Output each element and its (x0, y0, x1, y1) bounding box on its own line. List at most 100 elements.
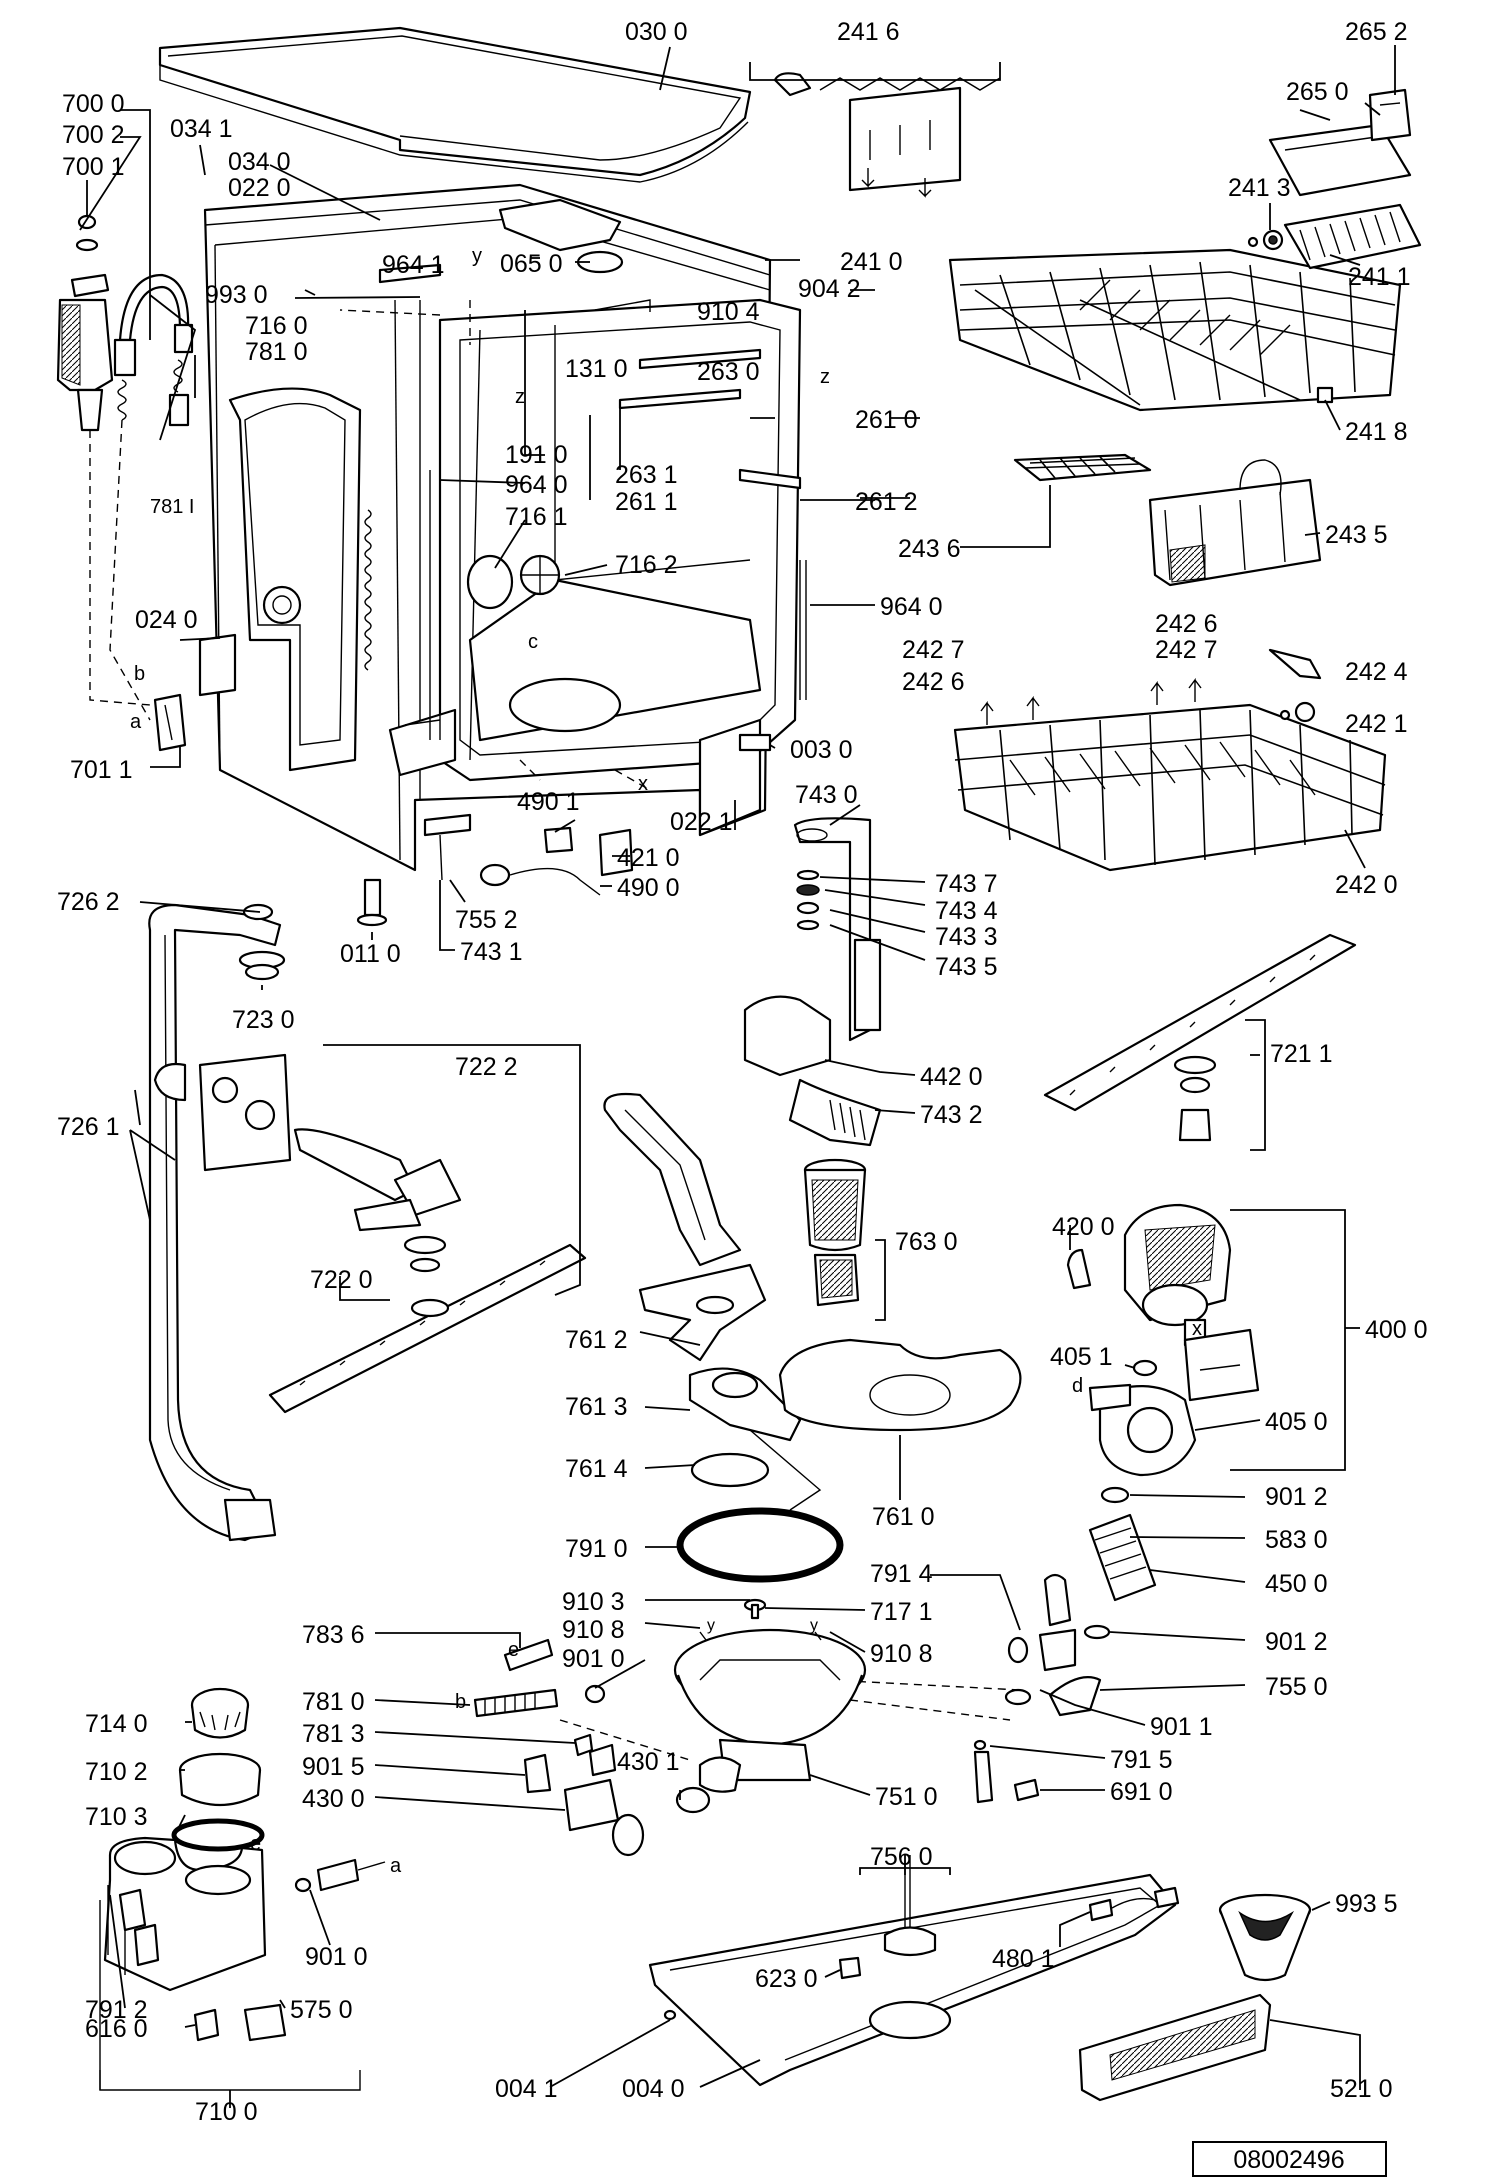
part-label: 791 5 (1110, 1746, 1173, 1774)
part-label: 004 1 (495, 2075, 558, 2103)
part-label: 743 0 (795, 781, 858, 809)
part-label: 034 1 (170, 115, 233, 143)
seal-ring (676, 1507, 844, 1583)
part-label: 131 0 (565, 355, 628, 383)
part-label: 261 2 (855, 488, 918, 516)
marker-letter: y (472, 245, 482, 267)
base-tray (648, 1855, 1312, 2102)
part-label: 761 4 (565, 1455, 628, 1483)
part-label: 701 1 (70, 756, 133, 784)
part-label: 243 5 (1325, 521, 1388, 549)
part-label: 242 1 (1345, 710, 1408, 738)
part-label: 034 0 (228, 148, 291, 176)
marker-letter: a (390, 1855, 402, 1877)
part-label: 743 4 (935, 897, 998, 925)
part-label: 761 0 (872, 1503, 935, 1531)
marker-letter: z (515, 386, 525, 408)
part-label: 722 2 (455, 1053, 518, 1081)
part-label: 480 1 (992, 1945, 1055, 1973)
part-label: 442 0 (920, 1063, 983, 1091)
part-label: 263 1 (615, 461, 678, 489)
part-label: 583 0 (1265, 1526, 1328, 1554)
part-label: 430 0 (302, 1785, 365, 1813)
part-label: 743 2 (920, 1101, 983, 1129)
part-label: 003 0 (790, 736, 853, 764)
part-label: 721 1 (1270, 1040, 1333, 1068)
part-label: 004 0 (622, 2075, 685, 2103)
part-label: 761 2 (565, 1326, 628, 1354)
part-label: 400 0 (1365, 1316, 1428, 1344)
part-label: 241 3 (1228, 174, 1291, 202)
part-label: 901 5 (302, 1753, 365, 1781)
document-number: 08002496 (1233, 2146, 1344, 2174)
part-label: 030 0 (625, 18, 688, 46)
part-label: 964 0 (880, 593, 943, 621)
part-label: 191 0 (505, 441, 568, 469)
part-label: 710 0 (195, 2098, 258, 2126)
part-label: 910 8 (562, 1616, 625, 1644)
part-label: 616 0 (85, 2015, 148, 2043)
water-softener-group (99, 1687, 386, 2091)
marker-letter: d (1072, 1375, 1083, 1397)
part-label: 901 0 (562, 1645, 625, 1673)
part-label: 700 2 (62, 121, 125, 149)
part-label: 743 1 (460, 938, 523, 966)
drain-hose-parts (829, 1486, 1157, 1721)
part-label: 964 0 (505, 471, 568, 499)
part-label: 716 0 (245, 312, 308, 340)
part-label: 726 1 (57, 1113, 120, 1141)
part-label: 783 6 (302, 1621, 365, 1649)
marker-letter: e (508, 1639, 519, 1661)
part-label: 716 2 (615, 551, 678, 579)
part-label: 265 2 (1345, 18, 1408, 46)
part-label: 717 1 (870, 1598, 933, 1626)
part-label: 490 1 (517, 788, 580, 816)
part-label: 761 3 (565, 1393, 628, 1421)
part-label: 265 0 (1286, 78, 1349, 106)
part-label: 261 0 (855, 406, 918, 434)
document-number-box: 08002496 (1192, 2141, 1387, 2177)
part-label: 700 1 (62, 153, 125, 181)
part-label: 420 0 (1052, 1213, 1115, 1241)
filter-cylinder (803, 1158, 867, 1307)
part-label: 723 0 (232, 1006, 295, 1034)
water-riser-pipe (148, 903, 286, 1542)
part-label: 242 0 (1335, 871, 1398, 899)
part-label: 763 0 (895, 1228, 958, 1256)
part-label: 241 1 (1348, 263, 1411, 291)
part-label: 781 0 (302, 1688, 365, 1716)
worktop-cover (158, 26, 752, 183)
part-label: 242 6 (1155, 610, 1218, 638)
part-label: 993 5 (1335, 1890, 1398, 1918)
part-label: 521 0 (1330, 2075, 1393, 2103)
upper-spray-arm (1043, 933, 1357, 1142)
tub-channel-parts (603, 1092, 1022, 1511)
marker-letter: b (134, 663, 145, 685)
part-label: 901 0 (305, 1943, 368, 1971)
part-label: 901 2 (1265, 1483, 1328, 1511)
part-label: 791 4 (870, 1560, 933, 1588)
part-label: 405 0 (1265, 1408, 1328, 1436)
part-label: 243 6 (898, 535, 961, 563)
part-label: 710 3 (85, 1803, 148, 1831)
part-label: 910 8 (870, 1640, 933, 1668)
lower-basket (953, 648, 1387, 872)
part-label: 261 1 (615, 488, 678, 516)
part-label: 716 1 (505, 503, 568, 531)
part-label: 405 1 (1050, 1343, 1113, 1371)
marker-letter: a (130, 711, 142, 733)
part-label: 024 0 (135, 606, 198, 634)
part-label: 743 5 (935, 953, 998, 981)
part-label: 964 1 (382, 251, 445, 279)
part-label: 022 0 (228, 174, 291, 202)
part-label: 421 0 (617, 844, 680, 872)
part-label: 065 0 (500, 250, 563, 278)
part-label: 910 3 (562, 1588, 625, 1616)
part-label: 743 3 (935, 923, 998, 951)
part-label: 623 0 (755, 1965, 818, 1993)
marker-letter: y (707, 1617, 715, 1634)
part-number-labels: 030 0 241 6 265 2 265 0 700 0 700 2 700 … (57, 18, 1428, 2126)
part-label: 242 7 (1155, 636, 1218, 664)
